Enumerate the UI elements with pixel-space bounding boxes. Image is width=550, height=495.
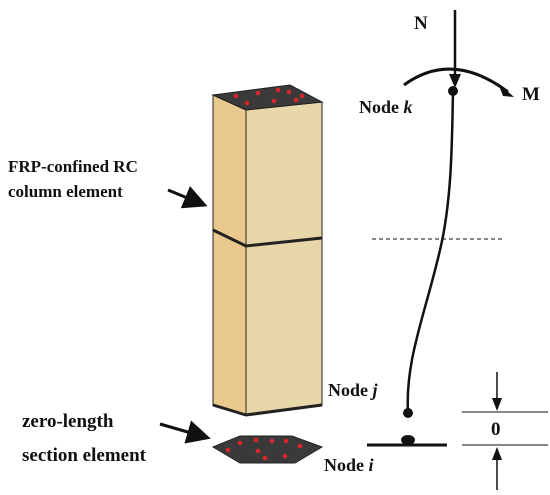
top-cap-rebars <box>233 87 305 106</box>
moment-arc <box>403 67 509 94</box>
deformed-centerline <box>406 90 455 414</box>
node-k-variable: k <box>403 97 413 117</box>
moment-label: M <box>522 84 540 105</box>
zero-length-dimension <box>462 372 548 490</box>
node-k-prefix: Node <box>359 97 404 117</box>
node-j-variable: j <box>372 380 378 400</box>
column-mid-joint <box>212 228 323 248</box>
node-j-label: Node j <box>328 381 378 399</box>
node-i-label: Node i <box>324 456 374 474</box>
node-i-prefix: Node <box>324 455 369 475</box>
zero-length-value: 0 <box>491 419 501 440</box>
column-bottom-edge <box>212 403 323 417</box>
frp-column-element <box>211 84 324 417</box>
deformed-element <box>367 10 514 447</box>
node-k-marker <box>448 86 458 96</box>
column-label-line2: column element <box>8 182 123 201</box>
column-label-line1: FRP-confined RC <box>8 157 138 176</box>
axial-force-arrowhead <box>449 74 461 88</box>
node-i-variable: i <box>368 455 374 475</box>
column-face-right <box>245 101 323 416</box>
column-top-cap <box>211 84 324 111</box>
axial-force-label: N <box>414 13 428 34</box>
zero-length-label-line2: section element <box>22 445 146 466</box>
zero-length-label-line1: zero-length <box>22 411 114 432</box>
node-j-prefix: Node <box>328 380 373 400</box>
column-face-left <box>212 94 247 416</box>
node-k-label: Node k <box>359 98 413 116</box>
zero-length-label-arrow <box>159 420 211 444</box>
column-label-arrow <box>167 186 208 209</box>
node-j-marker <box>403 408 413 418</box>
moment-arrowhead <box>498 83 514 97</box>
node-i-marker <box>401 435 415 445</box>
plate-rebars <box>225 437 303 461</box>
zero-length-section-plate <box>211 435 324 464</box>
